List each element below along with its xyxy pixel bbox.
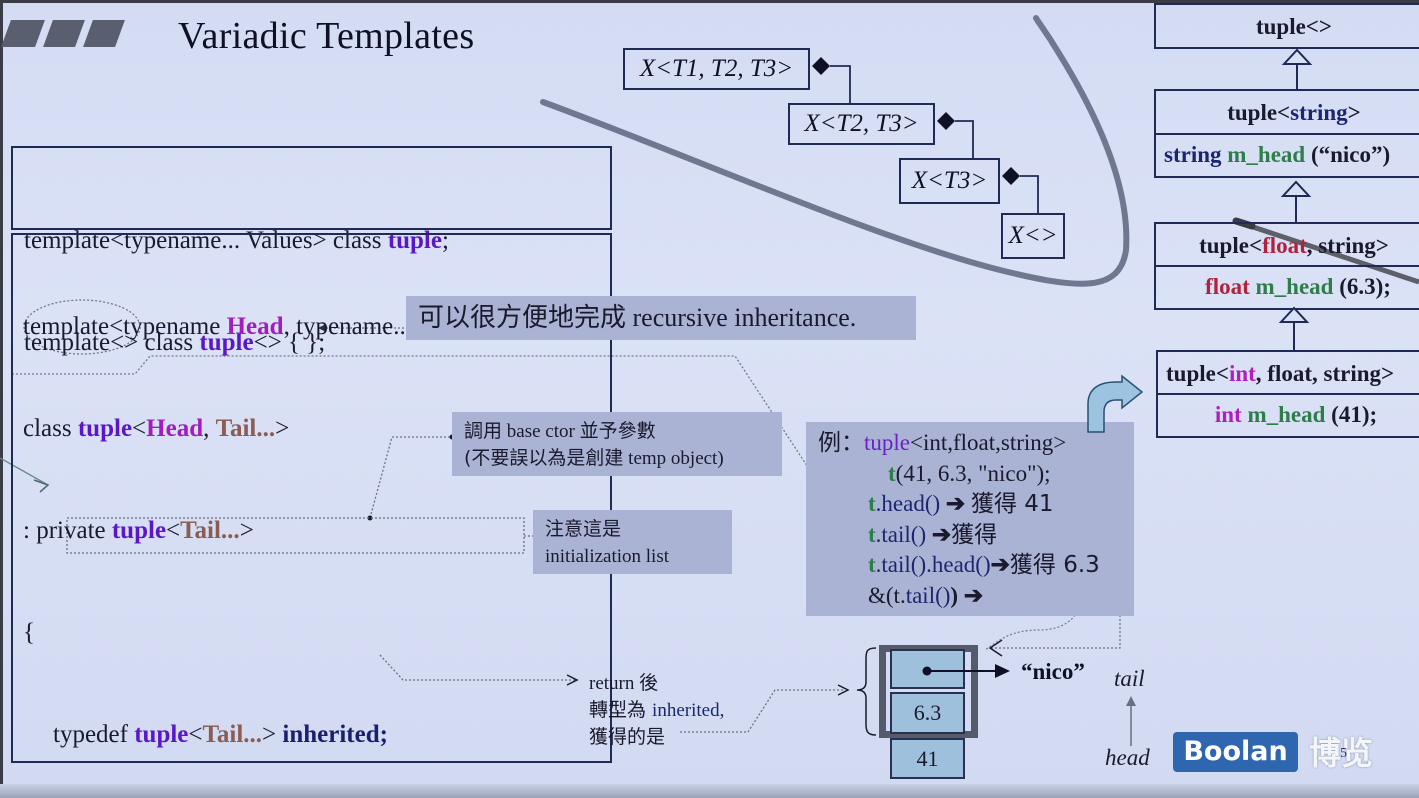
label-head: head	[1105, 745, 1150, 770]
code-line: template<typename... Values> class tuple…	[24, 227, 449, 254]
code-line: template<> class tuple<> { };	[24, 329, 326, 356]
code-line: typedef tuple<Tail...> inherited;	[53, 721, 388, 748]
code-box-declarations: template<typename... Values> class tuple…	[11, 146, 612, 356]
code-line: class tuple<Head, Tail...>	[23, 415, 290, 442]
uml-class-tuple-string: tuple<string> string m_head (“nico”)	[1154, 89, 1419, 178]
memory-cell-41: 41	[890, 738, 965, 779]
memory-outer-box	[879, 645, 978, 738]
composition-box-x-t1-t2-t3: X<T1, T2, T3>	[623, 48, 810, 90]
label-tail: tail	[1114, 666, 1145, 691]
uml-class-tuple-empty: tuple<>	[1154, 3, 1419, 49]
note-return-cast: return 後 轉型為 inherited, 獲得的是	[589, 672, 725, 748]
screen-frame-left	[0, 0, 3, 798]
screen-frame-top	[0, 0, 1419, 3]
composition-box-x-t3: X<T3>	[899, 158, 1000, 204]
code-line: : private tuple<Tail...>	[23, 517, 254, 544]
composition-box-x-t2-t3: X<T2, T3>	[788, 103, 935, 145]
code-line: {	[23, 619, 35, 646]
memory-cell-6-3: 6.3	[890, 692, 965, 734]
curved-arrow-icon	[1087, 374, 1144, 433]
diamond-icon	[812, 57, 1020, 185]
composition-box-x-empty: X<>	[1001, 213, 1065, 259]
boolan-logo: Boolan	[1173, 732, 1298, 772]
uml-class-tuple-int-float-string: tuple<int, float, string> int m_head (41…	[1156, 350, 1419, 438]
slide-title: Variadic Templates	[178, 15, 475, 57]
code-line: template<typename Head, typename... Tail…	[23, 313, 473, 340]
page-number: 5	[1340, 746, 1347, 761]
boolan-logo-cjk: 博览	[1309, 734, 1374, 772]
note-initialization-list: 注意這是 initialization list	[533, 510, 732, 574]
code-box-tuple-class: template<typename Head, typename... Tail…	[11, 233, 612, 763]
note-base-ctor: 調用 base ctor 並予參數 (不要誤以為是創建 temp object)	[452, 412, 782, 476]
uml-class-tuple-float-string: tuple<float, string> float m_head (6.3);	[1154, 222, 1419, 310]
screen-frame-bottom	[0, 784, 1419, 798]
pointer-target-nico: “nico”	[1021, 659, 1085, 684]
inheritance-triangle-icon	[1278, 48, 1313, 350]
note-recursive-inheritance: 可以很方便地完成 recursive inheritance.	[406, 296, 916, 340]
example-box: 例：tuple<int,float,string> t(41, 6.3, "ni…	[806, 422, 1134, 616]
